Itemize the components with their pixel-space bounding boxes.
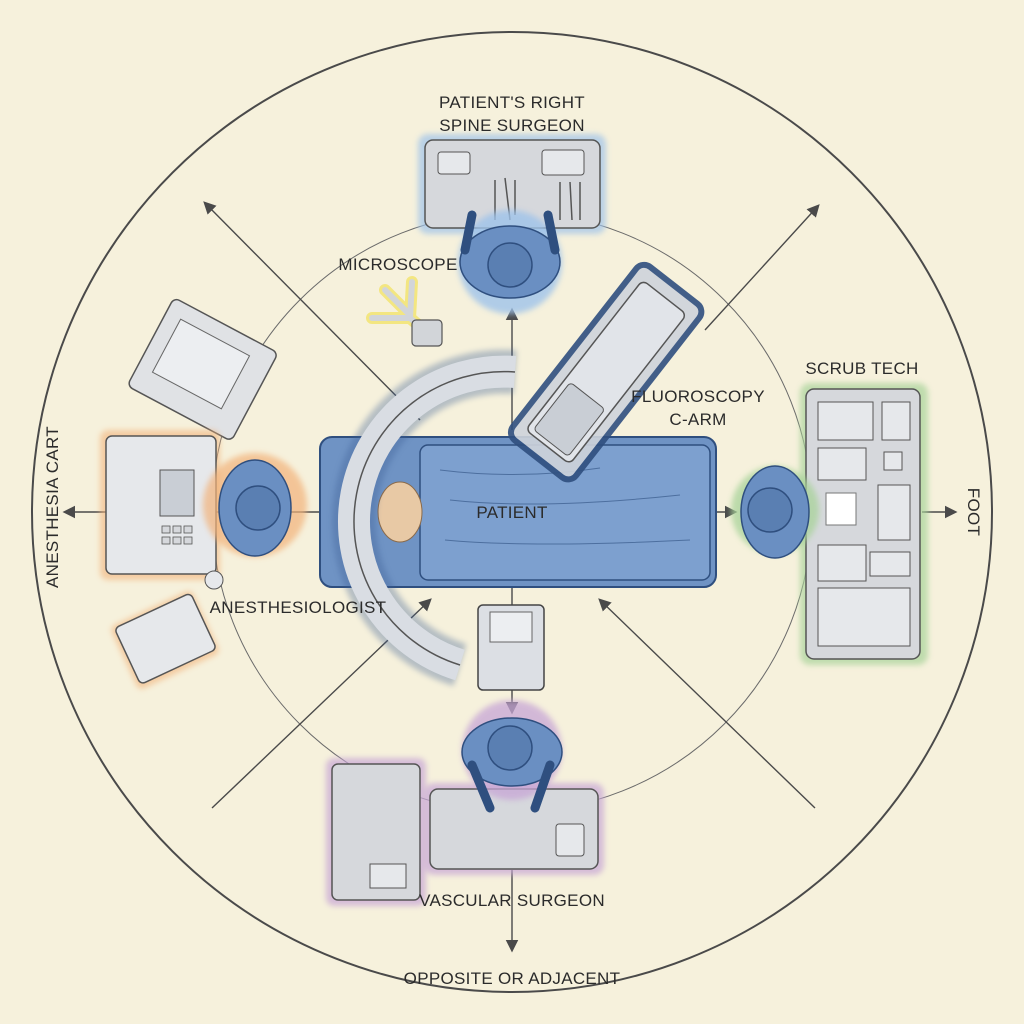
arrow-lower-right [598, 598, 816, 809]
monitor-keyboard [115, 593, 216, 684]
label-microscope: MICROSCOPE [338, 255, 457, 274]
vascular-surgeon-head [487, 725, 533, 771]
microscope [366, 276, 443, 347]
anesthesiologist-head [235, 485, 281, 531]
label-opposite-or-adjacent: OPPOSITE OR ADJACENT [404, 969, 621, 988]
label-anesthesiologist: ANESTHESIOLOGIST [210, 598, 387, 617]
patient-head [377, 481, 423, 543]
label-patient: PATIENT [476, 503, 547, 522]
scrub-tech-station [731, 383, 928, 665]
outer-circle [31, 31, 993, 993]
label-foot: FOOT [964, 488, 983, 536]
c-arm [332, 261, 705, 691]
label-scrub-tech: SCRUB TECH [805, 359, 918, 378]
label-spine-surgeon: SPINE SURGEON [439, 116, 585, 135]
label-patients-right: PATIENT'S RIGHT [439, 93, 585, 112]
spine-surgeon-head [487, 242, 533, 288]
operating-table [319, 436, 717, 588]
label-vascular-surgeon: VASCULAR SURGEON [419, 891, 605, 910]
arrow-upper-left [203, 201, 421, 421]
label-c-arm: C-ARM [669, 410, 726, 429]
scrub-tech-head [747, 487, 793, 533]
label-fluoroscopy: FLUOROSCOPY [631, 387, 765, 406]
spine-surgeon-station [418, 134, 606, 314]
arrow-upper-right [704, 204, 820, 331]
label-anesthesia-cart: ANESTHESIA CART [43, 426, 62, 588]
anesthesia-station [100, 298, 307, 689]
vascular-surgeon-station [326, 700, 604, 906]
